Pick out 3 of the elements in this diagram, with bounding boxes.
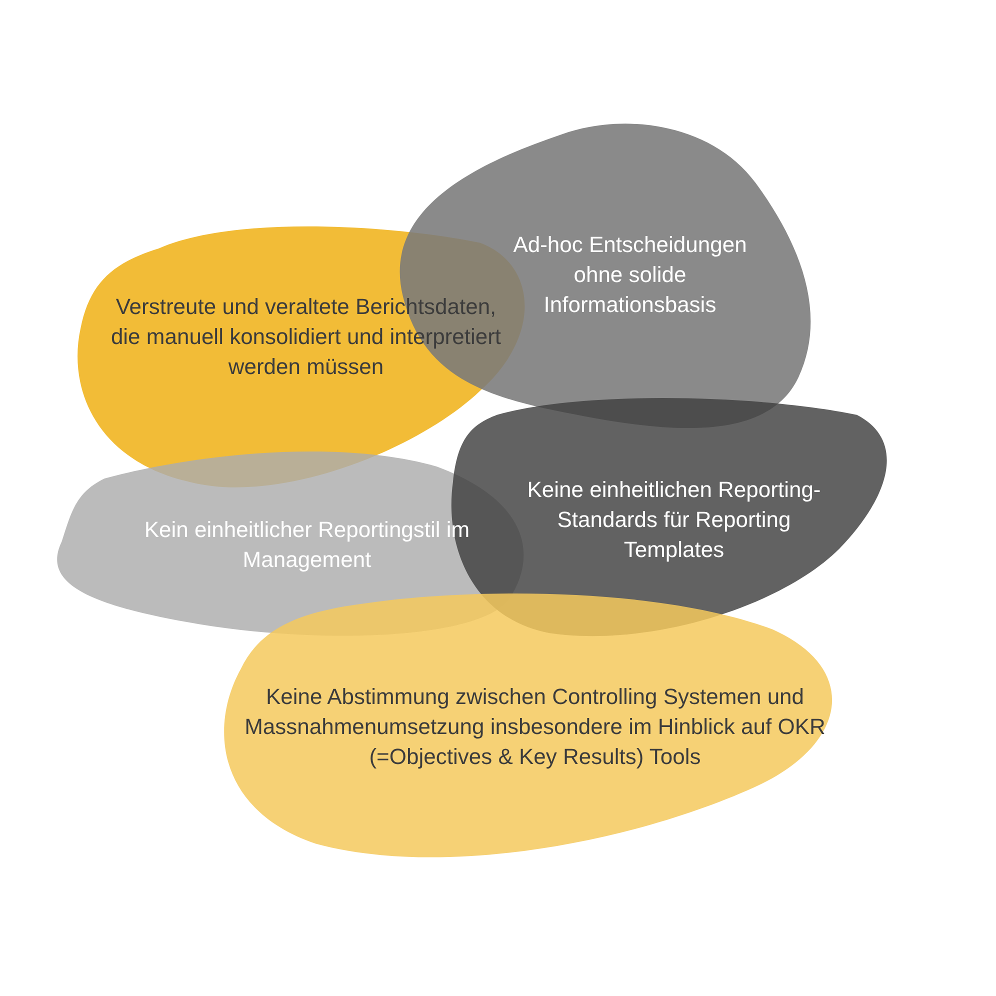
problem-text: Keine Abstimmung zwischen Controlling Systemen und Massnahmenumsetzung insbesondere im Hinblick auf OKR (=Objectives & Key Results) Tools: [244, 683, 826, 771]
problem-text: Ad-hoc Entscheidungen ohne solide Informationsbasis: [512, 231, 748, 319]
problem-text: Keine einheitlichen Reporting-Standards für Reporting Templates: [526, 476, 822, 564]
